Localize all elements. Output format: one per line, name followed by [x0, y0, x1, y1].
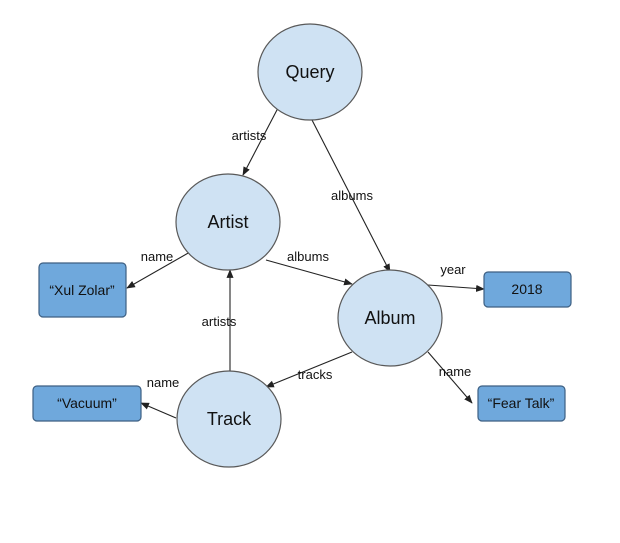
edge-query-artists: [242, 107, 279, 176]
node-artist: Artist: [175, 173, 281, 271]
edge-label-album-year: year: [440, 262, 466, 277]
edge-label-track-artists: artists: [202, 314, 237, 329]
value-label-track-name: “Vacuum”: [57, 395, 117, 411]
edge-track-name: [140, 402, 177, 419]
edge-label-query-artists: artists: [232, 128, 267, 143]
edge-label-album-name: name: [439, 364, 472, 379]
edge-artist-name: [126, 251, 191, 289]
edge-album-tracks: [265, 351, 353, 388]
edge-label-track-name: name: [147, 375, 180, 390]
value-album-name: “Fear Talk”: [477, 385, 566, 422]
edge-album-name: [427, 351, 473, 404]
edge-album-year: [427, 284, 485, 292]
edge-artist-albums: [265, 259, 353, 286]
value-album-year: 2018: [483, 271, 572, 308]
edge-label-album-tracks: tracks: [298, 367, 333, 382]
edge-query-albums: [311, 119, 391, 273]
value-label-artist-name: “Xul Zolar”: [49, 282, 115, 298]
node-query: Query: [257, 23, 363, 121]
edge-label-artist-name: name: [141, 249, 174, 264]
node-album: Album: [337, 269, 443, 367]
node-track: Track: [176, 370, 282, 468]
edge-label-artist-albums: albums: [287, 249, 329, 264]
value-label-album-year: 2018: [511, 281, 542, 297]
value-artist-name: “Xul Zolar”: [38, 262, 127, 318]
value-label-album-name: “Fear Talk”: [488, 395, 555, 411]
edge-label-query-albums: albums: [331, 188, 373, 203]
node-label-album: Album: [364, 308, 415, 328]
node-label-track: Track: [207, 409, 252, 429]
node-label-query: Query: [285, 62, 334, 82]
value-track-name: “Vacuum”: [32, 385, 142, 422]
node-label-artist: Artist: [207, 212, 248, 232]
